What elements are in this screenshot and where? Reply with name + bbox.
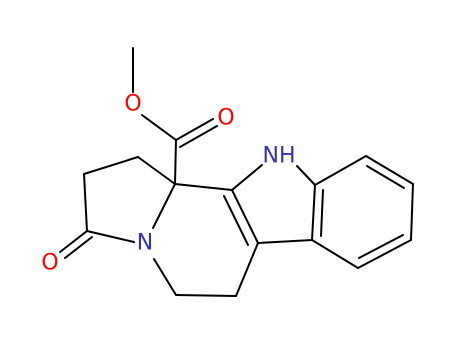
bond-ch2b-co (83, 173, 88, 232)
ring-nitrogen-label: N (137, 231, 153, 256)
bond-ch2-n (153, 258, 177, 296)
bond-ch2-ch2 (175, 294, 237, 297)
bond-quat-c2 (174, 183, 233, 191)
bond-c7a-c3a (311, 184, 316, 241)
bond-benz-1 (314, 155, 367, 186)
bond-c3a-c3 (257, 239, 313, 244)
bond-benz-4 (357, 239, 412, 269)
bond-quat-ch2a (137, 156, 176, 185)
ester-carbonyl-oxygen-label: O (217, 106, 234, 131)
bond-c3-ch2 (235, 242, 259, 297)
ester-oxygen-label: O (124, 92, 141, 117)
bond-ester-c-o-double-1 (175, 118, 214, 141)
bond-n-quat (152, 183, 176, 229)
bond-c2-c3-double-2 (223, 195, 249, 246)
bond-benz-2 (365, 155, 414, 185)
bond-nh-c7a (296, 165, 316, 186)
bond-c2-c3-double-1 (231, 189, 259, 244)
bond-benz-4-inner (358, 234, 404, 259)
bond-c2-nh (231, 164, 263, 191)
atom-labels: O O O NH N (41, 92, 295, 276)
bond-o-ester-carbon (141, 114, 177, 141)
bond-benz-5 (311, 239, 359, 269)
lactam-oxygen-label: O (41, 251, 58, 276)
bond-co-n (86, 230, 135, 243)
bonds (59, 47, 414, 297)
bond-lactam-co-double-1 (59, 230, 88, 253)
bond-ch2a-ch2b (83, 156, 139, 175)
indole-nh-label: NH (263, 144, 296, 169)
bond-benz-3 (410, 183, 414, 241)
bond-benz-2-inner (366, 165, 405, 189)
bond-ester-c-quat (174, 139, 177, 185)
bond-lactam-co-double-2 (64, 236, 93, 259)
bond-ester-c-o-double-2 (179, 125, 218, 148)
bond-benz-6-inner (320, 189, 324, 237)
